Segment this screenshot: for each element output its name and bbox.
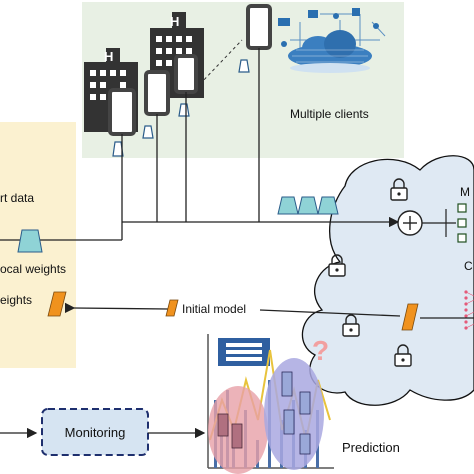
cloud-network-icon	[278, 8, 386, 73]
weights-trapezoid-icon	[142, 125, 154, 139]
monitoring-label: Monitoring	[65, 425, 126, 440]
svg-text:H: H	[104, 49, 113, 64]
model-parallelogram-icon	[165, 299, 179, 317]
prediction-label: Prediction	[342, 440, 400, 455]
smartphone-icon	[174, 54, 198, 94]
model-parallelogram-icon	[47, 291, 67, 317]
smartphone-icon	[246, 4, 272, 50]
monitoring-box	[41, 408, 149, 456]
question-mark-icon: ?	[312, 335, 329, 366]
aggregation-plus-icon	[397, 210, 423, 236]
server-cloud	[301, 155, 474, 406]
weights-label: eights	[0, 293, 32, 307]
multiple-clients-label: Multiple clients	[290, 107, 369, 121]
weights-trapezoid-icon	[112, 141, 124, 157]
server-label-mid: C	[464, 259, 473, 273]
lock-icon	[394, 344, 412, 367]
lock-icon	[390, 178, 408, 201]
weights-trapezoid-icon	[317, 196, 339, 215]
weights-trapezoid-icon	[17, 229, 43, 253]
smartphone-icon	[144, 70, 170, 116]
server-label-top: M	[460, 185, 470, 199]
weights-trapezoid-icon	[297, 196, 319, 215]
lock-icon	[328, 254, 346, 277]
local-weights-label: ocal weights	[0, 262, 66, 276]
local-data-label: rt data	[0, 191, 34, 205]
weights-trapezoid-icon	[277, 196, 299, 215]
smartphone-icon	[108, 88, 136, 136]
model-parallelogram-icon	[401, 303, 419, 331]
prediction-chart: ?	[207, 334, 334, 474]
initial-model-label: Initial model	[182, 302, 246, 316]
weights-trapezoid-icon	[178, 103, 190, 117]
svg-text:H: H	[170, 14, 179, 29]
weights-trapezoid-icon	[238, 59, 250, 73]
lock-icon	[342, 314, 360, 337]
